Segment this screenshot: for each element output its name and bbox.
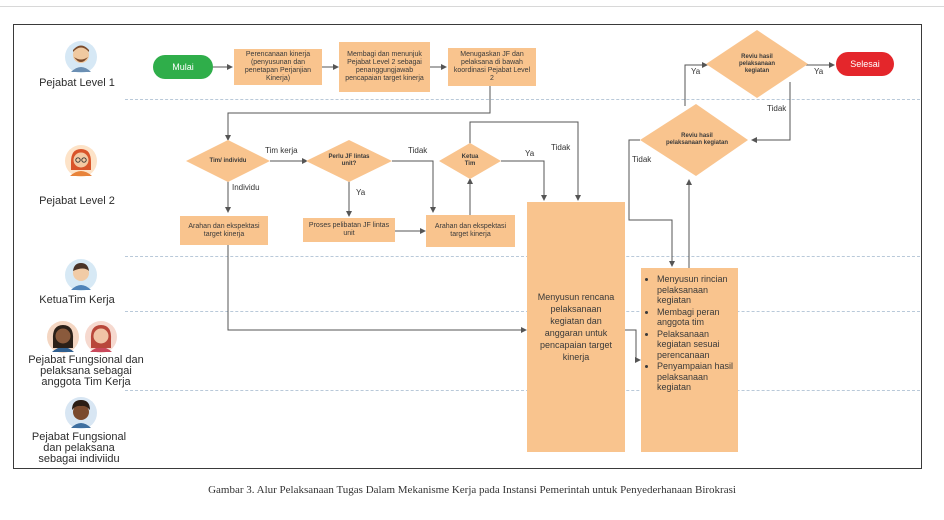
lane-separator	[125, 99, 920, 100]
edge-label-individu: Individu	[232, 183, 260, 192]
edge-label-tim-kerja: Tim kerja	[265, 146, 298, 155]
lane-separator	[125, 311, 920, 312]
role-label-level1: Pejabat Level 1	[39, 77, 115, 89]
avatar-woman-red-hair-icon	[85, 321, 117, 353]
task-item: Penyampaian hasil pelaksanaan kegiatan	[657, 361, 734, 393]
box-task-list: Menyusun rincian pelaksanaan kegiatan Me…	[641, 268, 738, 452]
lane-separator	[125, 390, 920, 391]
end-terminal: Selesai	[836, 52, 894, 76]
box-perencanaan-kinerja: Perencanaan kinerja (penyusunan dan pene…	[234, 49, 322, 85]
avatar-man-beard-icon	[65, 41, 97, 73]
avatar-young-man-icon	[65, 259, 97, 291]
decision-text-ketua-tim: Ketua Tim	[461, 154, 479, 167]
decision-ketua-tim	[439, 143, 501, 179]
task-item: Menyusun rincian pelaksanaan kegiatan	[657, 274, 734, 306]
decision-text-tim-individu: Tim/ individu	[209, 157, 247, 164]
edge-label-tidak: Tidak	[551, 143, 571, 152]
lane-separator	[125, 256, 920, 257]
edge-label-ya: Ya	[525, 149, 535, 158]
box-menyusun-rencana: Menyusun rencana pelaksanaan kegiatan da…	[527, 202, 625, 452]
role-label-level2: Pejabat Level 2	[39, 195, 115, 207]
avatar-curly-hair-person-icon	[65, 397, 97, 429]
decision-perlu-jf	[306, 140, 392, 182]
role-label-fungsional-individu: Pejabat Fungsional dan pelaksana sebagai…	[31, 431, 127, 465]
avatar-woman-glasses-icon	[65, 145, 97, 177]
edge-label-ya: Ya	[814, 67, 824, 76]
edge-label-tidak: Tidak	[632, 155, 652, 164]
decision-tim-individu	[186, 140, 270, 182]
avatar-woman-dark-hair-icon	[47, 321, 79, 353]
box-membagi-menunjuk: Membagi dan menunjuk Pejabat Level 2 seb…	[339, 42, 430, 92]
decision-reviu-level1	[706, 30, 808, 98]
decision-reviu-level2	[640, 104, 748, 176]
figure-caption: Gambar 3. Alur Pelaksanaan Tugas Dalam M…	[208, 484, 736, 496]
box-arahan-tim: Arahan dan ekspektasi target kinerja	[426, 215, 515, 247]
decision-text-reviu-level1: Reviu hasil pelaksanaan kegiatan	[738, 53, 776, 74]
task-item: Pelaksanaan kegiatan sesuai perencanaan	[657, 329, 734, 361]
box-arahan-individu: Arahan dan ekspektasi target kinerja	[180, 216, 268, 245]
edge-label-ya: Ya	[691, 67, 701, 76]
task-item: Membagi peran anggota tim	[657, 307, 734, 328]
task-list: Menyusun rincian pelaksanaan kegiatan Me…	[643, 274, 734, 393]
edge-label-ya: Ya	[356, 188, 366, 197]
edge-label-tidak: Tidak	[408, 146, 428, 155]
role-label-fungsional-tim: Pejabat Fungsional dan pelaksana sebagai…	[28, 354, 144, 388]
box-menugaskan-jf: Menugaskan JF dan pelaksana di bawah koo…	[448, 48, 536, 86]
decision-text-perlu-jf: Perlu JF lintas unit?	[328, 154, 370, 167]
edge-label-tidak: Tidak	[767, 104, 787, 113]
decision-text-reviu-level2: Reviu hasil pelaksanaan kegiatan	[665, 133, 729, 146]
start-terminal: Mulai	[153, 55, 213, 79]
box-proses-pelibatan: Proses pelibatan JF lintas unit	[303, 218, 395, 242]
role-label-ketua-tim: KetuaTim Kerja	[39, 294, 115, 306]
top-border-line	[0, 6, 944, 7]
